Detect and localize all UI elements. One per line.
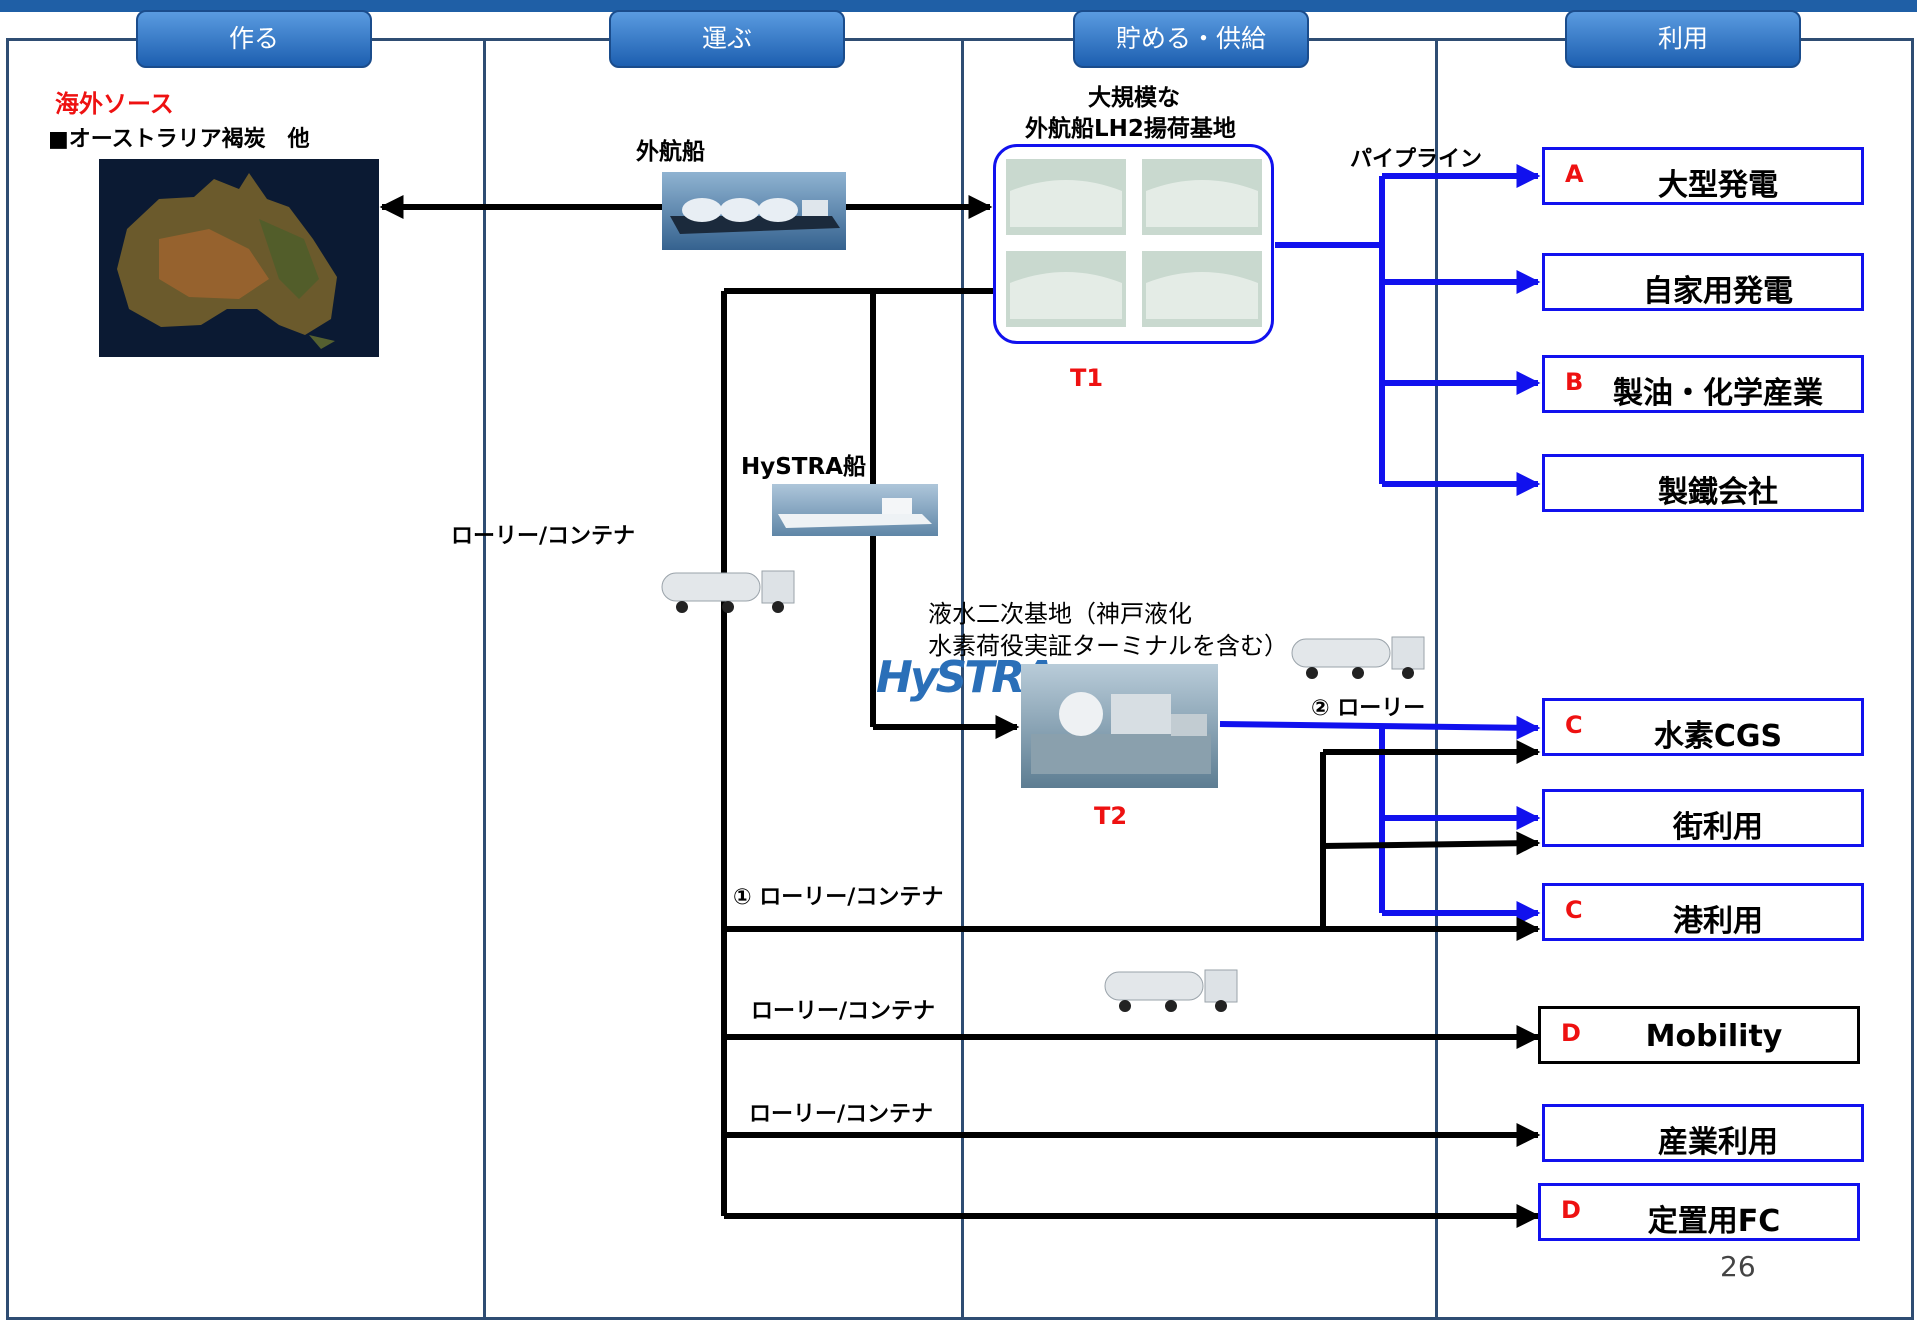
dest-label: Mobility: [1645, 1019, 1783, 1054]
dest-tag: C: [1565, 711, 1583, 739]
dest-label: 定置用FC: [1647, 1204, 1781, 1239]
dest-label: 製油・化学産業: [1613, 376, 1823, 411]
lh2-terminal-box: [993, 144, 1274, 344]
dest-tag: D: [1561, 1019, 1581, 1047]
terminal-title-line2: 外航船LH2揚荷基地: [1025, 116, 1236, 142]
dest-label: 水素CGS: [1653, 719, 1783, 754]
source-subtitle: ■オーストラリア褐炭 他: [48, 127, 310, 152]
header-transport: 運ぶ: [609, 10, 845, 68]
dest-port-use: C 港利用: [1542, 883, 1864, 941]
lh2-carrier-ship-image: [662, 172, 846, 250]
tank-truck-image-3: [1101, 960, 1241, 1015]
dest-city-use: 街利用: [1542, 789, 1864, 847]
terminal-id-t1: T1: [1070, 364, 1104, 392]
dest-label: 自家用発電: [1643, 274, 1793, 309]
australia-satellite-image: [99, 159, 379, 357]
road-lines: [721, 288, 1541, 1228]
dest-private-power: 自家用発電: [1542, 253, 1864, 311]
hystra-ship-label: HySTRA船: [741, 454, 867, 480]
tank-truck-image-2: [1288, 627, 1428, 682]
header-store-supply: 貯める・供給: [1073, 10, 1309, 68]
dest-large-power: A 大型発電: [1542, 147, 1864, 205]
dest-refining-chemical: B 製油・化学産業: [1542, 355, 1864, 413]
dest-label: 港利用: [1673, 904, 1763, 939]
pipeline-lines-t2: [1219, 715, 1541, 925]
hystra-ship-image: [772, 484, 938, 536]
dest-industrial-use: 産業利用: [1542, 1104, 1864, 1162]
header-use: 利用: [1565, 10, 1801, 68]
dest-label: 街利用: [1673, 810, 1763, 845]
dest-steel: 製鐵会社: [1542, 454, 1864, 512]
dest-tag: B: [1565, 368, 1584, 396]
dest-label: 大型発電: [1658, 168, 1778, 203]
dest-tag: C: [1565, 896, 1583, 924]
terminal-id-t2: T2: [1094, 802, 1128, 830]
dest-tag: D: [1561, 1196, 1581, 1224]
top-accent-bar: [0, 0, 1917, 12]
header-make: 作る: [136, 10, 372, 68]
lorry-container-label-low: ローリー/コンテナ: [749, 1102, 934, 1127]
secondary-base-line1: 液水二次基地（神戸液化: [928, 600, 1192, 628]
source-title: 海外ソース: [55, 90, 174, 118]
lorry-1-label: ① ローリー/コンテナ: [733, 885, 944, 910]
dest-hydrogen-cgs: C 水素CGS: [1542, 698, 1864, 756]
dest-mobility: D Mobility: [1538, 1006, 1860, 1064]
pipeline-label: パイプライン: [1350, 147, 1483, 172]
tank-truck-image-1: [658, 561, 798, 616]
dest-label: 産業利用: [1658, 1125, 1778, 1160]
lorry-container-label-mid: ローリー/コンテナ: [751, 999, 936, 1024]
dest-stationary-fc: D 定置用FC: [1538, 1183, 1860, 1241]
storage-tanks-image: [1006, 159, 1262, 327]
terminal-title-line1: 大規模な: [1088, 85, 1180, 111]
ocean-ship-label: 外航船: [636, 139, 705, 165]
kobe-terminal-image: [1021, 664, 1218, 788]
dest-tag: A: [1565, 160, 1584, 188]
secondary-base-line2: 水素荷役実証ターミナルを含む）: [928, 632, 1288, 660]
lorry-2-label: ② ローリー: [1311, 696, 1426, 721]
dest-label: 製鐵会社: [1658, 475, 1778, 510]
page-number: 26: [1720, 1250, 1756, 1283]
lorry-container-label-left: ローリー/コンテナ: [451, 524, 636, 549]
pipeline-lines: [1275, 164, 1541, 496]
